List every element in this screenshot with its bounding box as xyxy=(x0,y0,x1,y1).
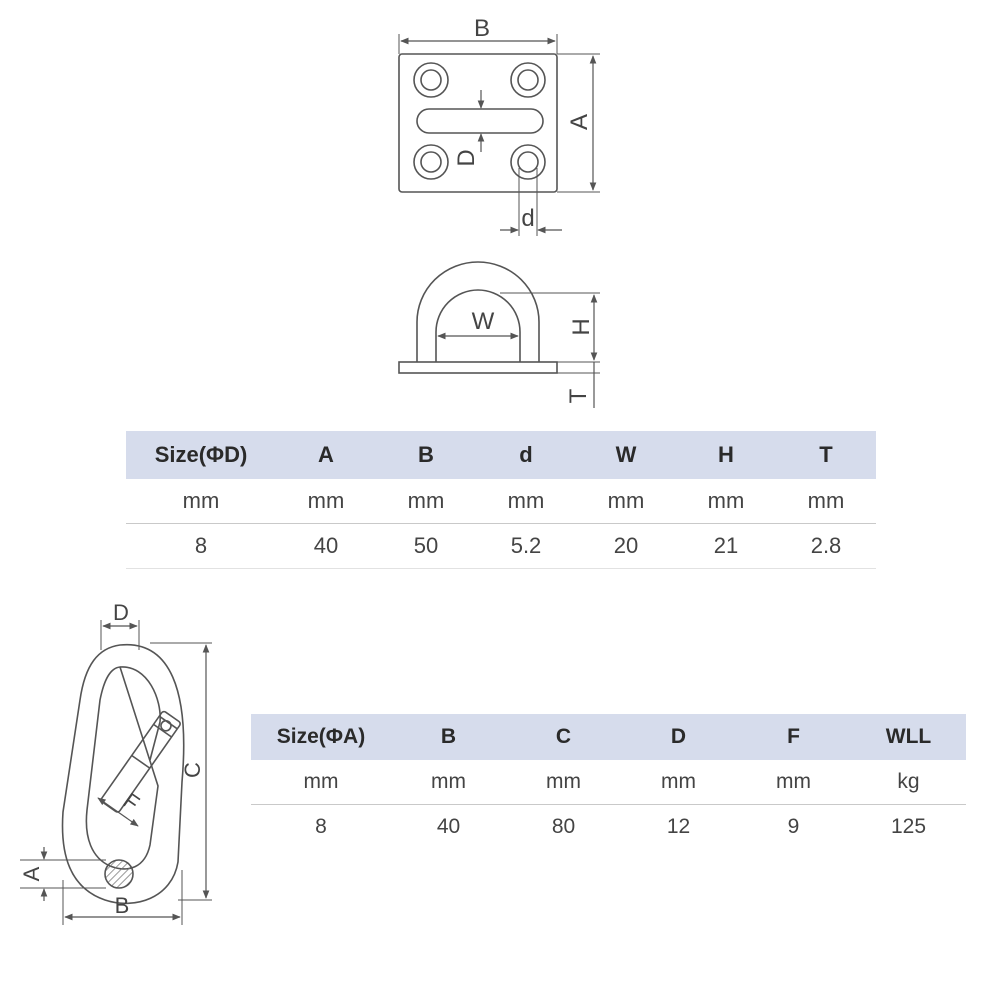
units-row: mm mm mm mm mm mm mm xyxy=(126,479,876,524)
value-cell: 8 xyxy=(126,523,276,569)
unit-cell: mm xyxy=(251,760,391,805)
header-size: Size(ΦA) xyxy=(251,714,391,760)
label-d: D xyxy=(453,149,480,166)
hook-inner xyxy=(85,666,161,870)
header-w: W xyxy=(576,431,676,479)
header-wll: WLL xyxy=(851,714,966,760)
pad-eye-spec-table: Size(ΦD) A B d W H T mm mm mm mm mm mm m… xyxy=(126,431,876,569)
header-f: F xyxy=(736,714,851,760)
label-b: B xyxy=(115,893,130,918)
label-a: A xyxy=(19,866,44,881)
mounting-hole xyxy=(413,62,449,98)
value-cell: 9 xyxy=(787,815,800,838)
header-h: H xyxy=(676,431,776,479)
label-t: T xyxy=(565,388,592,403)
header-a: A xyxy=(276,431,376,479)
label-d: D xyxy=(113,600,129,625)
label-h: H xyxy=(568,318,595,335)
mounting-hole xyxy=(510,62,546,98)
unit-cell: mm xyxy=(776,479,876,524)
unit-cell: kg xyxy=(851,760,966,805)
header-t: T xyxy=(776,431,876,479)
value-cell: 5.2 xyxy=(476,523,576,569)
loop-outer xyxy=(416,261,540,362)
label-c: C xyxy=(180,762,205,778)
value-cell: 125 xyxy=(890,815,927,838)
unit-cell: mm xyxy=(276,479,376,524)
header-b: B xyxy=(391,714,506,760)
pad-eye-side-labels: W H T xyxy=(472,308,595,403)
snap-hook-spec-table: Size(ΦA) B C D F WLL mm mm mm mm mm kg 8… xyxy=(251,714,966,849)
snap-hook-drawing xyxy=(20,620,212,925)
loop-inner xyxy=(435,289,521,362)
value-cell: 21 xyxy=(676,523,776,569)
unit-cell: mm xyxy=(736,760,851,805)
label-f: F xyxy=(119,788,144,816)
unit-cell: mm xyxy=(126,479,276,524)
header-d: d xyxy=(476,431,576,479)
value-cell: 12 xyxy=(666,815,691,838)
value-cell: 8 xyxy=(315,815,327,838)
value-cell: 80 xyxy=(551,815,576,838)
label-a: A xyxy=(566,114,593,130)
label-b: B xyxy=(474,15,490,42)
label-d-small: d xyxy=(521,205,534,232)
unit-cell: mm xyxy=(476,479,576,524)
unit-cell: mm xyxy=(506,760,621,805)
pad-eye-top-labels: B A D d xyxy=(453,15,593,232)
value-cell: 2.8 xyxy=(776,523,876,569)
pad-eye-side-view xyxy=(398,261,600,408)
dimension-line-f xyxy=(97,797,139,827)
mounting-hole xyxy=(510,144,546,180)
header-size: Size(ΦD) xyxy=(126,431,276,479)
header-row: Size(ΦA) B C D F WLL xyxy=(251,714,966,760)
values-row: 8 40 80 12 9 125 xyxy=(251,805,966,850)
hook-outer xyxy=(61,643,185,905)
values-row: 8 40 50 5.2 20 21 2.8 xyxy=(126,523,876,569)
mounting-hole xyxy=(413,144,449,180)
unit-cell: mm xyxy=(621,760,736,805)
header-b: B xyxy=(376,431,476,479)
unit-cell: mm xyxy=(391,760,506,805)
value-cell: 20 xyxy=(576,523,676,569)
center-slot xyxy=(416,108,544,134)
unit-cell: mm xyxy=(676,479,776,524)
units-row: mm mm mm mm mm kg xyxy=(251,760,966,805)
header-row: Size(ΦD) A B d W H T xyxy=(126,431,876,479)
pad-eye-top-view xyxy=(398,34,600,236)
unit-cell: mm xyxy=(376,479,476,524)
value-cell: 40 xyxy=(436,815,461,838)
value-cell: 40 xyxy=(276,523,376,569)
value-cell: 50 xyxy=(376,523,476,569)
wire-cross-section xyxy=(104,859,134,889)
base-plate xyxy=(398,361,558,374)
label-w: W xyxy=(472,308,495,335)
unit-cell: mm xyxy=(576,479,676,524)
header-d: D xyxy=(621,714,736,760)
header-c: C xyxy=(506,714,621,760)
